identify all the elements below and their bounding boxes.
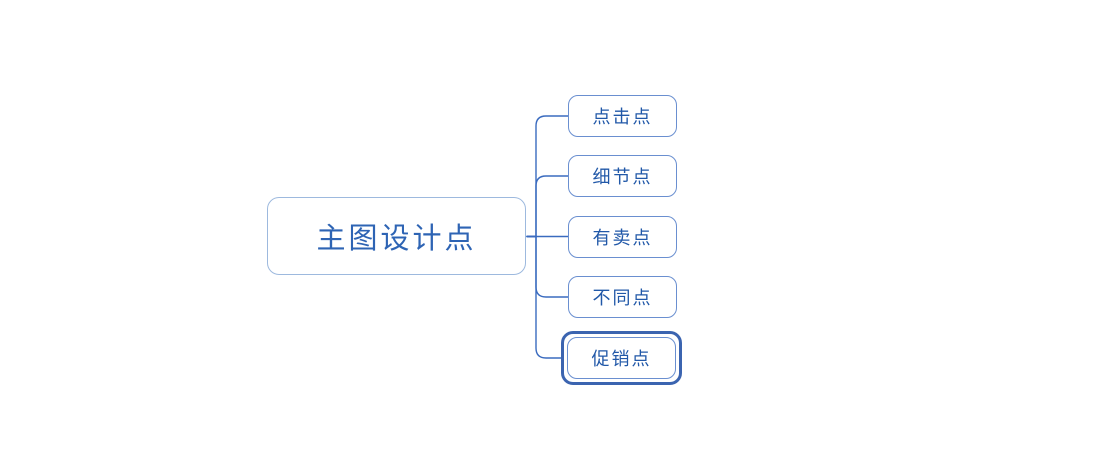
branch-to-subtopic-1: [526, 115, 569, 238]
root-topic-node[interactable]: 主图设计点: [267, 197, 526, 275]
subtopic-node-3[interactable]: 有卖点: [568, 215, 677, 258]
selection-ring: 促销点: [561, 331, 682, 385]
subtopic-node-2[interactable]: 细节点: [568, 155, 677, 197]
branch-to-subtopic-2: [526, 175, 569, 238]
subtopic-node-5-selected[interactable]: 促销点: [567, 337, 676, 379]
subtopic-node-4[interactable]: 不同点: [568, 276, 677, 318]
branch-to-subtopic-5: [526, 235, 563, 359]
subtopic-node-1[interactable]: 点击点: [568, 95, 677, 137]
branch-to-subtopic-4: [526, 235, 569, 298]
